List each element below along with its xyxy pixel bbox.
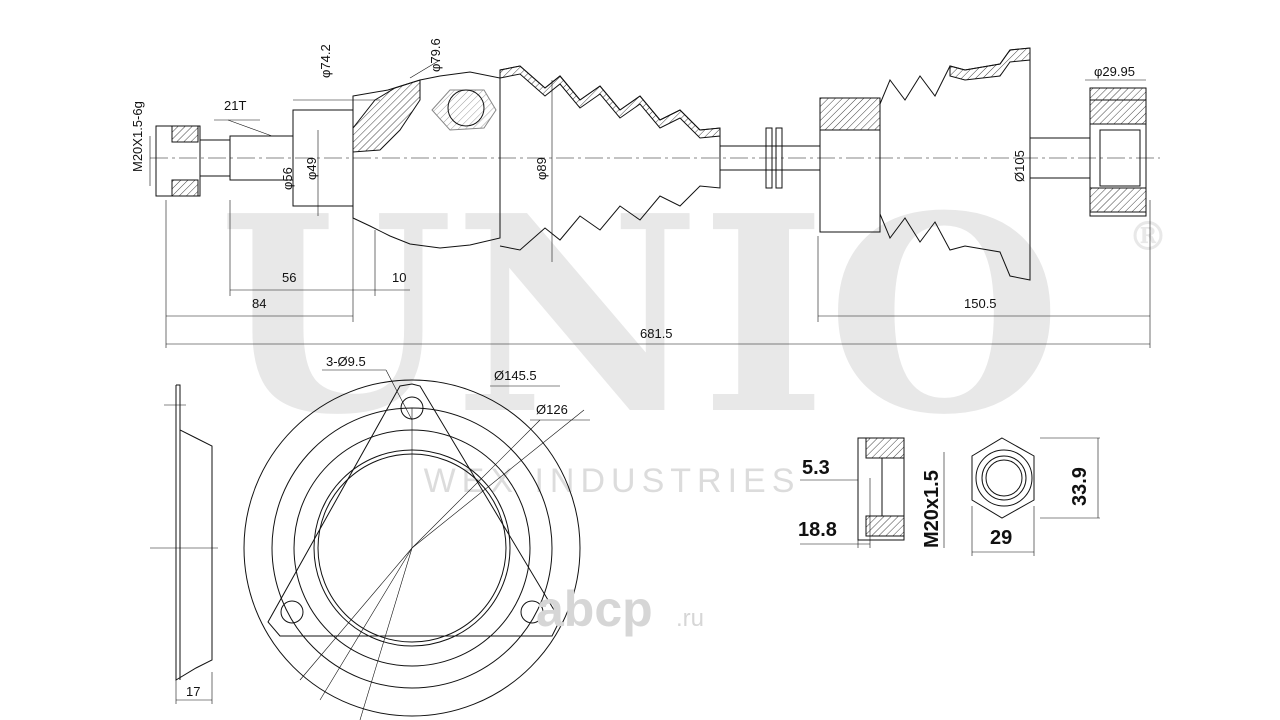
dim-d105: Ø105 xyxy=(1012,150,1027,182)
bolt-hole-left xyxy=(280,600,304,624)
dim-thread: M20X1.5-6g xyxy=(130,101,145,172)
nut-across-flats: 29 xyxy=(990,527,1012,549)
dim-d89: φ89 xyxy=(534,157,549,180)
nut-h1: 5.3 xyxy=(802,457,830,479)
dim-outer: Ø145.5 xyxy=(494,368,537,383)
dim-d56: φ56 xyxy=(280,167,295,190)
nut-front-view: 29 33.9 xyxy=(971,437,1100,556)
flange-front-view: 3-Ø9.5 Ø145.5 Ø126 xyxy=(243,354,590,720)
dim-len150: 150.5 xyxy=(964,296,997,311)
dim-len84: 84 xyxy=(252,296,266,311)
dim-d74: φ74.2 xyxy=(318,44,333,78)
watermark-brand: UNIO xyxy=(218,156,1062,474)
shaft-assembly xyxy=(150,47,1160,281)
bolt-hole-right xyxy=(520,600,544,624)
dim-len56: 56 xyxy=(282,270,296,285)
dim-thickness: 17 xyxy=(186,684,200,699)
nut-h2: 18.8 xyxy=(798,519,837,541)
dim-bolt-circle: Ø126 xyxy=(536,402,568,417)
dim-d79: φ79.6 xyxy=(428,38,443,72)
dim-holes: 3-Ø9.5 xyxy=(326,354,366,369)
nut-across-corners: 33.9 xyxy=(1069,467,1091,506)
watermark-registered: ® xyxy=(1128,213,1168,260)
logo-name: аbcp xyxy=(536,581,653,637)
dim-d49: φ49 xyxy=(304,157,319,180)
watermark-company: WEX INDUSTRIES xyxy=(424,462,801,500)
dim-splines: 21T xyxy=(224,98,246,113)
nut-side-view: 5.3 18.8 M20x1.5 xyxy=(798,437,945,548)
shaft-dimensions: M20X1.5-6g 21T φ74.2 φ79.6 φ56 φ49 φ89 Ø… xyxy=(130,38,1151,348)
dim-total: 681.5 xyxy=(640,326,673,341)
dim-d29: φ29.95 xyxy=(1094,64,1135,79)
dim-len10: 10 xyxy=(392,270,406,285)
watermark: UNIO ® WEX INDUSTRIES xyxy=(218,156,1168,500)
nut-thread: M20x1.5 xyxy=(921,470,943,548)
logo-tld: .ru xyxy=(676,605,704,632)
flange-side-view: 17 xyxy=(150,384,218,704)
abcp-logo: аbcp .ru xyxy=(536,581,704,637)
